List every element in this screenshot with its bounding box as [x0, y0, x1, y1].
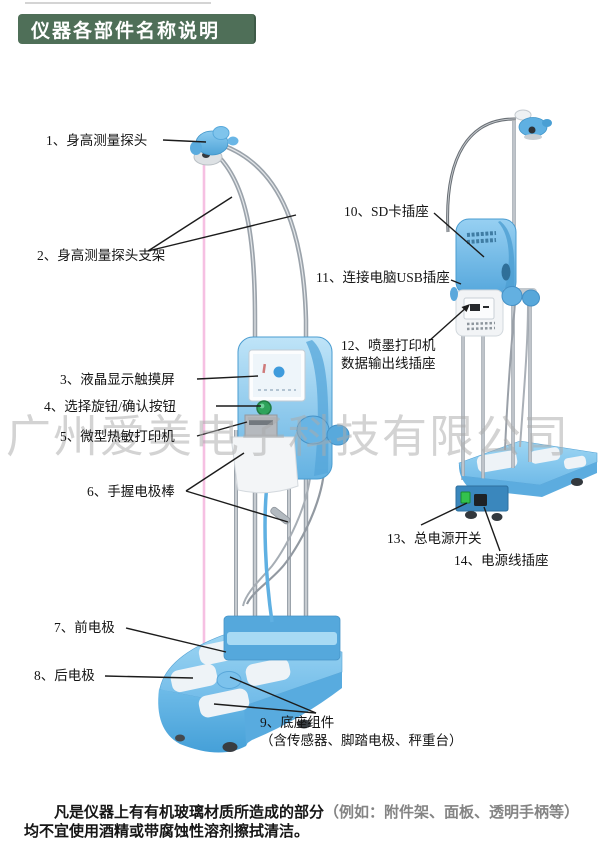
callout-line-6a: [185, 452, 245, 492]
callout-usb-port: 11、连接电脑USB插座: [316, 270, 450, 285]
caster-wheel: [571, 478, 583, 486]
callout-printer-data-port: 12、喷墨打印机 数据输出线插座: [341, 338, 436, 371]
callout-hand-electrode: 6、手握电极棒: [87, 484, 175, 499]
caster-wheel: [297, 719, 311, 729]
callout-probe-bracket: 2、身高测量探头支架: [37, 248, 166, 263]
callout-lines: [104, 139, 501, 714]
callout-line-13: [420, 502, 468, 526]
callout-height-probe: 1、身高测量探头: [46, 133, 148, 148]
callout-line-8: [104, 675, 194, 679]
footer-line-1: 凡是仪器上有有机玻璃材质所造成的部分（例如：附件架、面板、透明手柄等）: [54, 804, 580, 821]
base-riser: [223, 615, 341, 661]
callout-base-assembly: 9、底座组件 （含传感器、脚踏电极、秤重台）: [260, 715, 463, 748]
data-output-socket: [470, 304, 480, 311]
callout-line-2b: [147, 214, 297, 252]
footer-line-2: 均不宜使用酒精或带腐蚀性溶剂擦拭清洁。: [24, 823, 310, 840]
caster-wheel: [222, 742, 238, 752]
electrode-handle-holder: [296, 415, 330, 445]
callout-touchscreen: 3、液晶显示触摸屏: [60, 372, 175, 387]
callout-front-electrode: 7、前电极: [54, 620, 115, 635]
main-power-switch: [460, 491, 471, 504]
base-center-knob: [216, 671, 242, 689]
callout-line-3: [196, 375, 259, 380]
left-device: [158, 126, 350, 753]
foot-pad: [529, 447, 561, 464]
height-probe: [190, 126, 239, 166]
callout-power-socket: 14、电源线插座: [454, 553, 549, 568]
rear-height-probe: [514, 109, 552, 140]
caster-wheel: [491, 513, 503, 521]
foot-pad: [563, 455, 587, 470]
caster-wheel: [175, 734, 185, 742]
callout-rear-electrode: 8、后电极: [34, 668, 95, 683]
callout-line-11: [450, 279, 462, 285]
knob-highlight: [259, 403, 265, 409]
cover-oval-recess: [501, 263, 511, 281]
right-device: [446, 109, 598, 521]
callout-knob-confirm: 4、选择旋钮/确认按钮: [44, 399, 177, 414]
callout-line-6b: [185, 490, 289, 523]
right-base-front: [455, 462, 597, 521]
scan-artifact-line: [25, 2, 211, 4]
callout-line-10: [433, 212, 485, 258]
front-cover-panel: [230, 436, 299, 494]
section-header: 仪器各部件名称说明: [18, 14, 256, 44]
callout-arrowhead-12: [461, 304, 470, 312]
caster-wheel: [465, 511, 477, 519]
callout-line-5: [196, 421, 248, 437]
select-confirm-knob: [256, 400, 272, 416]
electrode-handle-holder: [522, 289, 540, 307]
callout-power-switch: 13、总电源开关: [387, 531, 482, 546]
callout-line-9b: [213, 703, 317, 714]
callout-line-1: [162, 139, 207, 143]
callout-sd-card-slot: 10、SD卡插座: [344, 204, 429, 219]
callout-line-9a: [229, 676, 317, 714]
callout-line-12: [428, 305, 469, 342]
callout-line-2a: [147, 196, 233, 252]
callout-line-7: [125, 627, 227, 653]
rear-cables: [504, 302, 529, 451]
console-unit: [230, 336, 350, 494]
touchscreen: [248, 349, 306, 402]
rear-module: [450, 218, 540, 337]
screen-graphic: [273, 366, 285, 378]
electrode-handle-holder: [501, 286, 523, 306]
foot-pad: [476, 450, 518, 473]
footer-note: 凡是仪器上有有机玻璃材质所造成的部分（例如：附件架、面板、透明手柄等） 均不宜使…: [24, 803, 586, 841]
electrode-handle-holder: [326, 424, 350, 446]
callout-line-14: [483, 506, 501, 552]
section-title: 仪器各部件名称说明: [31, 20, 221, 42]
right-base: [458, 440, 598, 486]
callout-thermal-printer: 5、微型热敏打印机: [60, 429, 175, 444]
vent-grille: [466, 231, 497, 244]
power-cord-socket: [474, 494, 487, 506]
